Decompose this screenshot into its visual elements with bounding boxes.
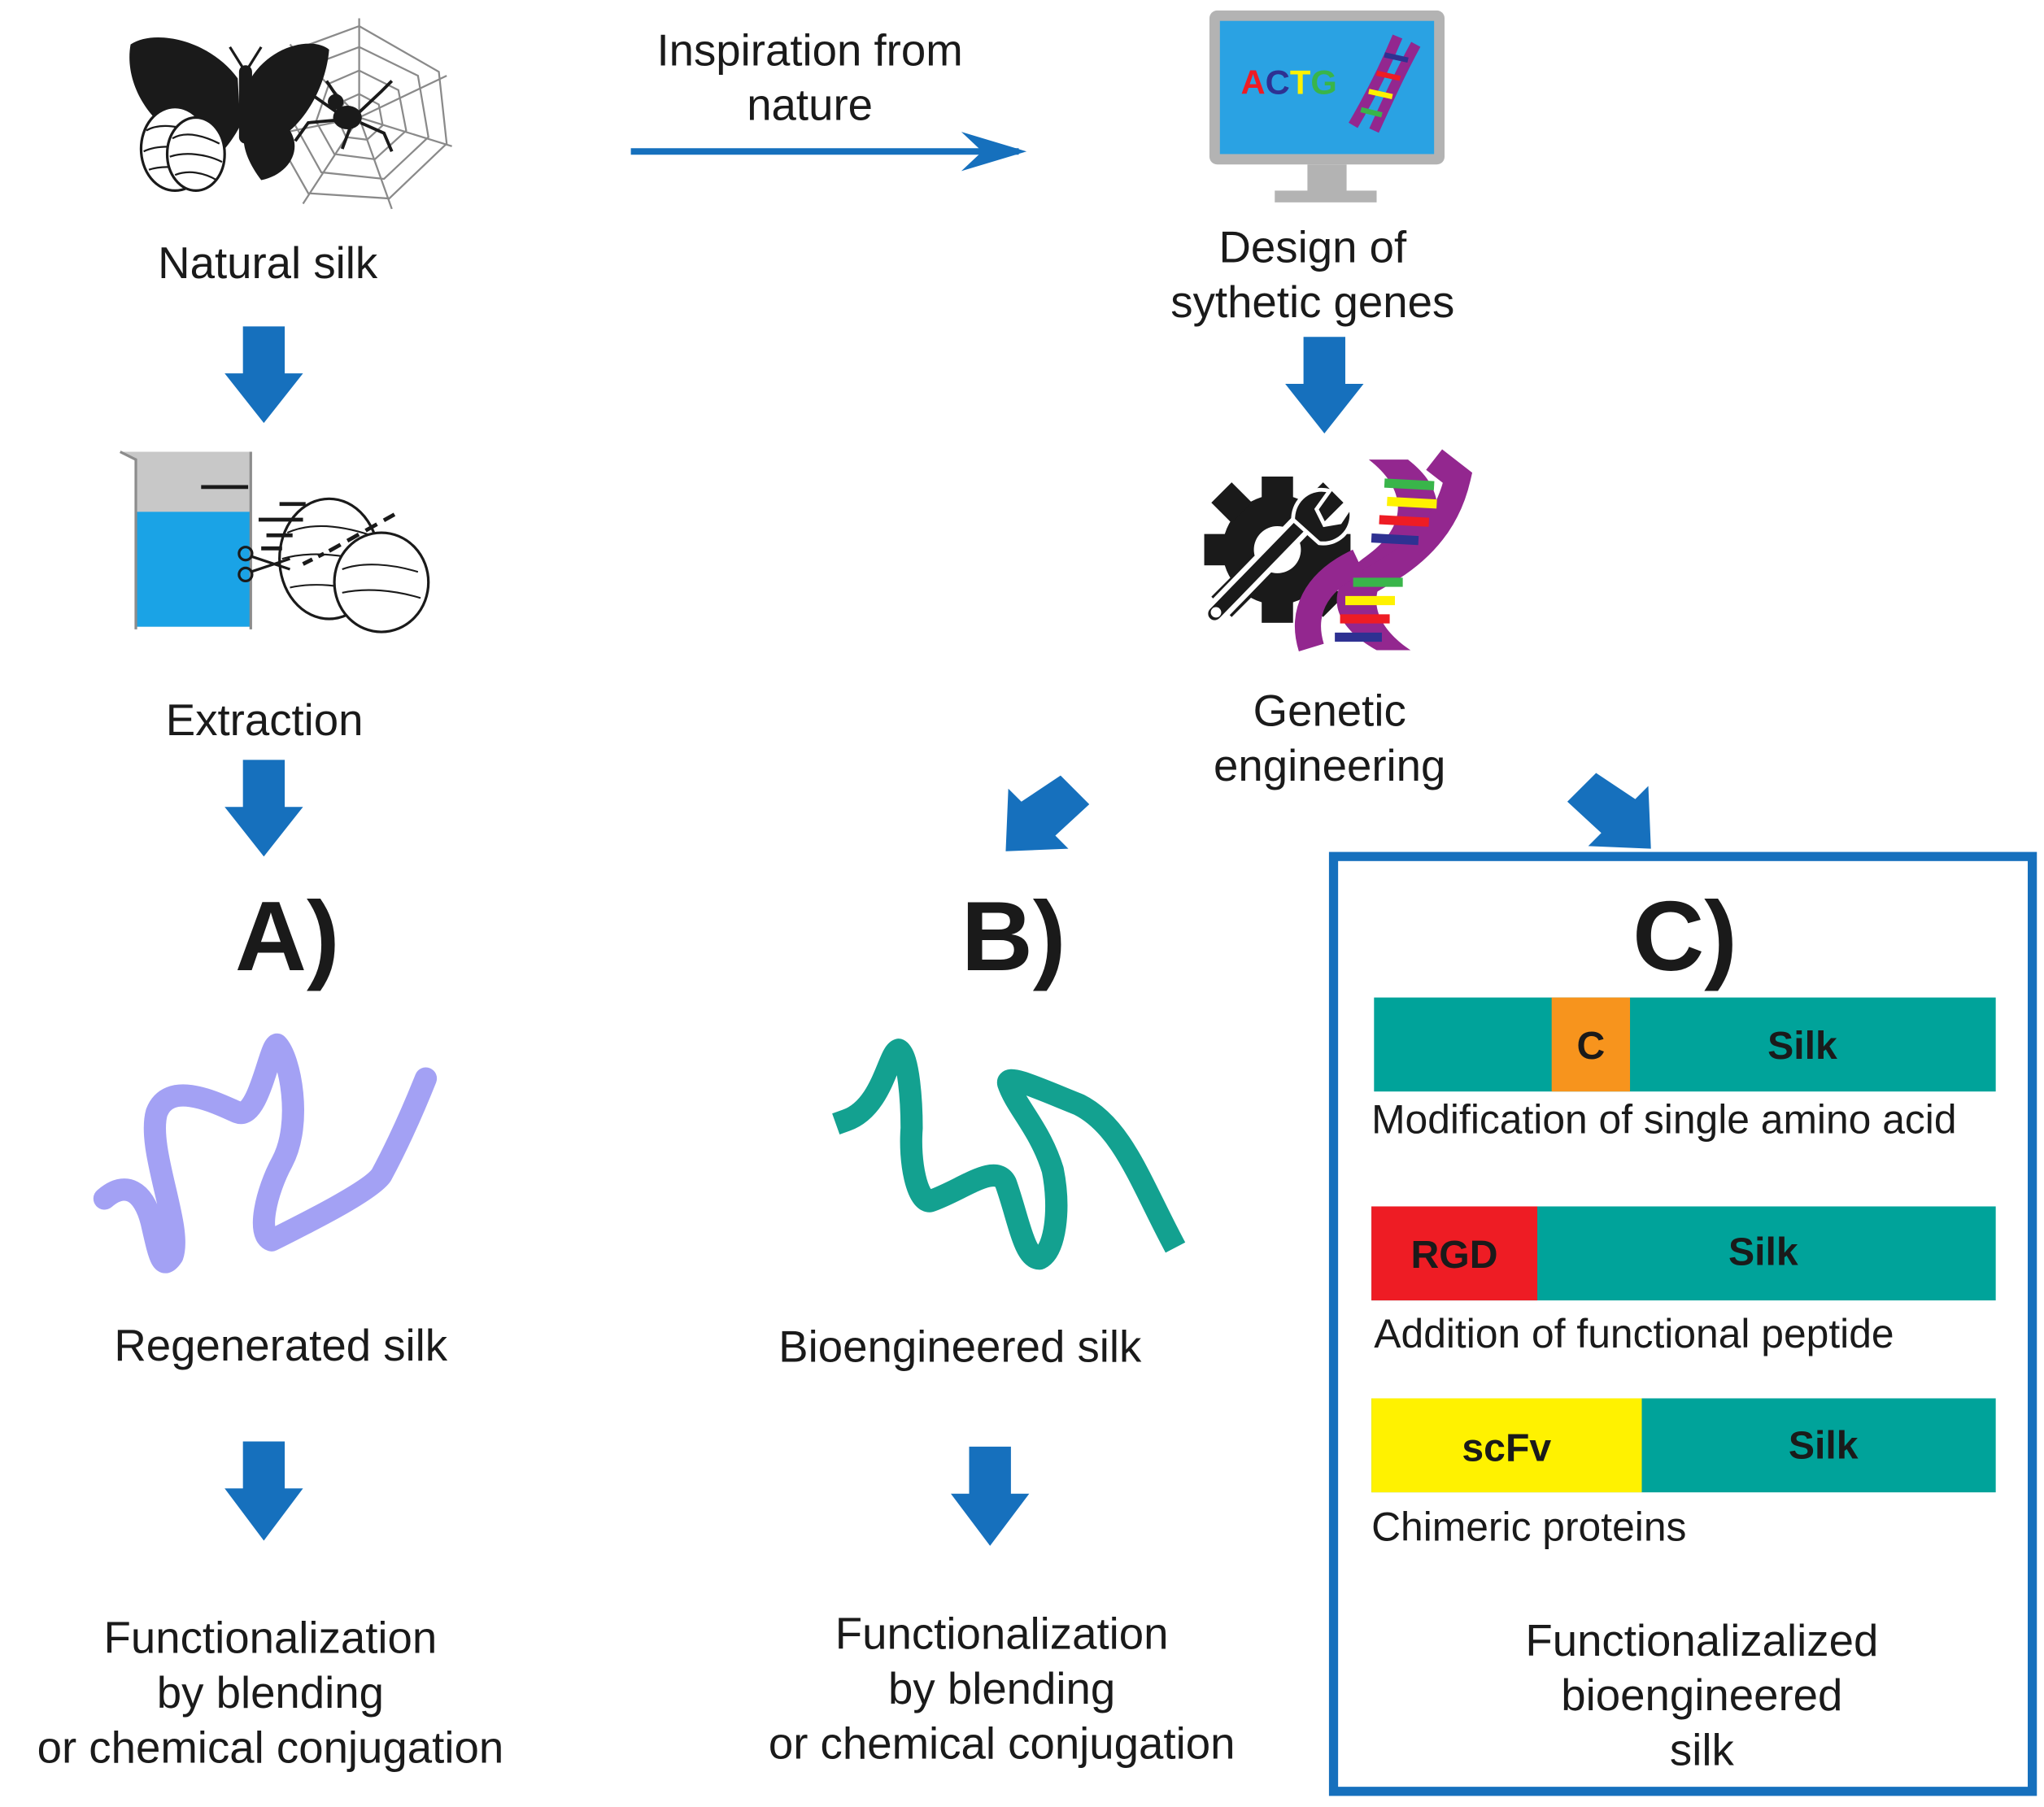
arrow-bioengineered-to-functionalization xyxy=(951,1446,1030,1546)
cutting-motion-lines xyxy=(258,502,396,566)
monitor-sequence-text: ACTG xyxy=(1241,63,1337,102)
regenerated-silk-label: Regenerated silk xyxy=(114,1321,448,1371)
genetic-line-1: Genetic xyxy=(1253,686,1406,737)
monitor-letter-c: C xyxy=(1265,63,1290,102)
panel-a-result-line-1: Functionalization xyxy=(103,1613,438,1664)
design-line-1: Design of xyxy=(1218,223,1407,273)
panel-b-result: Functionalization by blending or chemica… xyxy=(731,1607,1272,1771)
genetic-line-2: engineering xyxy=(1214,741,1446,791)
panel-a-letter: A) xyxy=(234,881,340,993)
regenerated-silk-strand xyxy=(93,1033,438,1274)
arrow-design-to-genetic xyxy=(1285,337,1364,434)
cut-cocoon-icon xyxy=(278,497,430,634)
monitor-letter-t: T xyxy=(1289,63,1311,102)
arrow-natural-to-extraction xyxy=(224,326,303,424)
inspiration-label: Inspiration from nature xyxy=(601,24,1019,133)
bar-2-silk-label: Silk xyxy=(1728,1230,1798,1274)
panel-b-result-line-1: Functionalization xyxy=(835,1609,1169,1660)
inspiration-arrowhead xyxy=(961,132,1027,172)
dna-helix-icon xyxy=(1295,449,1473,652)
panel-c-result-line-3: silk xyxy=(1669,1726,1734,1776)
panel-c-result-line-1: Functionalizalized xyxy=(1525,1616,1879,1666)
bar-3-caption: Chimeric proteins xyxy=(1371,1504,1687,1550)
panel-a-result-line-3: or chemical conjugation xyxy=(37,1723,504,1774)
genetic-engineering-icon xyxy=(1202,449,1473,652)
design-genes-label: Design of sythetic genes xyxy=(1110,220,1515,330)
spider-icon xyxy=(294,77,394,152)
bar-1-caption: Modification of single amino acid xyxy=(1371,1096,1957,1143)
arrow-regenerated-to-functionalization xyxy=(224,1441,303,1541)
bar-3-silk-label: Silk xyxy=(1788,1424,1859,1468)
panel-c-letter: C) xyxy=(1632,881,1737,993)
extraction-icon xyxy=(120,451,430,634)
monitor-letter-a: A xyxy=(1240,63,1266,102)
bar-1-silk-label: Silk xyxy=(1767,1025,1837,1069)
bar-1-tag-label: C xyxy=(1576,1025,1606,1069)
panel-b-result-line-2: by blending xyxy=(887,1665,1116,1715)
bar-3-tag-scfv xyxy=(1371,1398,1642,1493)
panel-a-result: Functionalization by blending or chemica… xyxy=(0,1611,541,1775)
wrench-icon xyxy=(1202,487,1353,626)
inspiration-line-2: nature xyxy=(747,81,874,131)
panel-c-result: Functionalizalized bioengineered silk xyxy=(1462,1613,1941,1778)
bioengineered-silk-strand xyxy=(832,1038,1186,1270)
arrow-genetic-to-c xyxy=(1567,773,1651,849)
bioengineered-silk-label: Bioengineered silk xyxy=(778,1322,1142,1373)
monitor-letter-g: G xyxy=(1310,63,1337,102)
panel-b-letter: B) xyxy=(961,881,1066,993)
bar-3-tag-label: scFv xyxy=(1462,1426,1552,1470)
panel-c-result-line-2: bioengineered xyxy=(1561,1671,1843,1722)
inspiration-line-1: Inspiration from xyxy=(656,26,963,76)
design-line-2: sythetic genes xyxy=(1170,277,1455,328)
scissors-icon xyxy=(238,546,290,583)
computer-monitor-icon xyxy=(1209,10,1445,202)
beaker-icon xyxy=(120,451,252,629)
extraction-label: Extraction xyxy=(165,695,364,746)
natural-silk-label: Natural silk xyxy=(158,238,378,289)
panel-a-result-line-2: by blending xyxy=(156,1668,385,1718)
natural-silk-icon xyxy=(129,18,452,210)
bar-1-silk xyxy=(1374,997,1996,1092)
panel-c-box xyxy=(1328,851,2037,1796)
block-arrows xyxy=(224,326,1651,1546)
arrow-genetic-to-b xyxy=(1005,775,1090,851)
genetic-engineering-label: Genetic engineering xyxy=(1136,684,1523,794)
monitor-dna-icon xyxy=(1349,34,1421,133)
panel-b-result-line-3: or chemical conjugation xyxy=(768,1719,1236,1770)
bar-2-caption: Addition of functional peptide xyxy=(1374,1310,1894,1357)
bar-2-tag-rgd xyxy=(1371,1206,1538,1301)
cocoon-icon xyxy=(139,106,226,193)
bar-2-tag-label: RGD xyxy=(1410,1234,1498,1278)
arrow-extraction-to-a xyxy=(224,760,303,857)
bar-1-tag-c xyxy=(1551,997,1631,1092)
